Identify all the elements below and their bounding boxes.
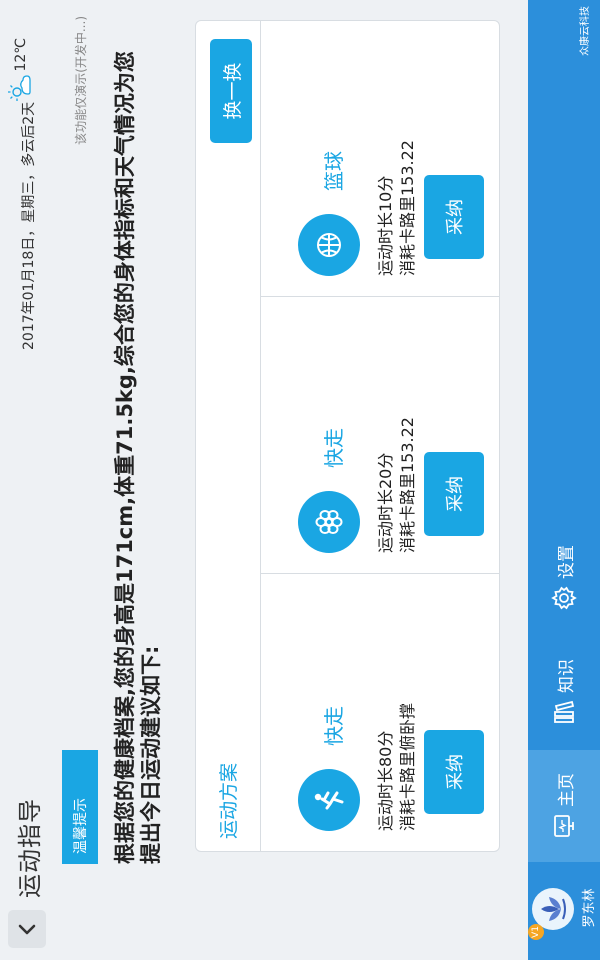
walking-icon <box>298 769 360 831</box>
weather: 12℃ <box>6 38 36 104</box>
gear-icon <box>551 586 577 610</box>
page-title: 运动指导 <box>16 798 44 898</box>
exercise-item: 快走 运动时长80分 消耗卡路里俯卧撑 采纳 <box>260 575 499 851</box>
exercise-duration: 运动时长20分 <box>376 452 395 553</box>
lotus-logo-icon <box>541 897 566 921</box>
header-date: 2017年01月18日，星期三，多云后2天 <box>21 101 37 350</box>
nav-label: 设置 <box>556 545 577 579</box>
exercise-duration: 运动时长80分 <box>376 730 395 831</box>
basketball-icon <box>298 214 360 276</box>
exercise-item: 快走 运动时长20分 消耗卡路里153.22 采纳 <box>260 297 499 574</box>
chevron-left-icon <box>18 924 36 935</box>
nav-label: 主页 <box>556 773 577 807</box>
advice-text: 根据您的健康档案,您的身高是171cm,体重71.5kg,综合您的身体指标和天气… <box>113 51 163 864</box>
plan-title: 运动方案 <box>218 762 240 839</box>
exercise-duration: 运动时长10分 <box>376 175 395 276</box>
exercise-calories: 消耗卡路里153.22 <box>398 417 417 553</box>
level-badge: V1 <box>528 924 544 940</box>
exercise-calories: 消耗卡路里153.22 <box>398 140 417 276</box>
exercise-name: 快走 <box>322 706 346 746</box>
exercise-name: 篮球 <box>322 151 346 191</box>
exercise-item: 篮球 运动时长10分 消耗卡路里153.22 采纳 <box>260 20 499 297</box>
nav-item-home[interactable]: 主页 <box>528 750 600 862</box>
adopt-button[interactable]: 采纳 <box>424 452 484 536</box>
nav-item-settings[interactable]: 设置 <box>528 522 600 634</box>
books-icon <box>554 700 575 723</box>
avatar <box>532 888 574 930</box>
brand-text: 众康云科技 <box>580 6 591 56</box>
exercise-name: 快走 <box>322 428 346 468</box>
partly-cloudy-icon <box>8 74 31 101</box>
user-name: 罗东林 <box>582 888 597 928</box>
user-profile[interactable]: V1 罗东林 <box>528 866 600 950</box>
swap-button[interactable]: 换一换 <box>210 39 252 143</box>
dev-note: 该功能仅演示(开发中...) <box>74 16 88 145</box>
monitor-icon <box>554 815 574 837</box>
bottom-nav: V1 罗东林 主页 知识 <box>528 0 600 960</box>
exercise-calories: 消耗卡路里俯卧撑 <box>398 702 417 831</box>
back-button[interactable] <box>8 910 46 948</box>
nav-label: 知识 <box>556 659 577 693</box>
weather-temp: 12℃ <box>13 38 29 72</box>
flower-icon <box>298 491 360 553</box>
plan-card: 运动方案 换一换 快走 运动时长80分 消耗卡路里俯卧撑 采纳 <box>195 20 500 852</box>
tip-tab: 温馨提示 <box>62 750 98 864</box>
adopt-button[interactable]: 采纳 <box>424 175 484 259</box>
adopt-button[interactable]: 采纳 <box>424 730 484 814</box>
nav-item-knowledge[interactable]: 知识 <box>528 636 600 748</box>
